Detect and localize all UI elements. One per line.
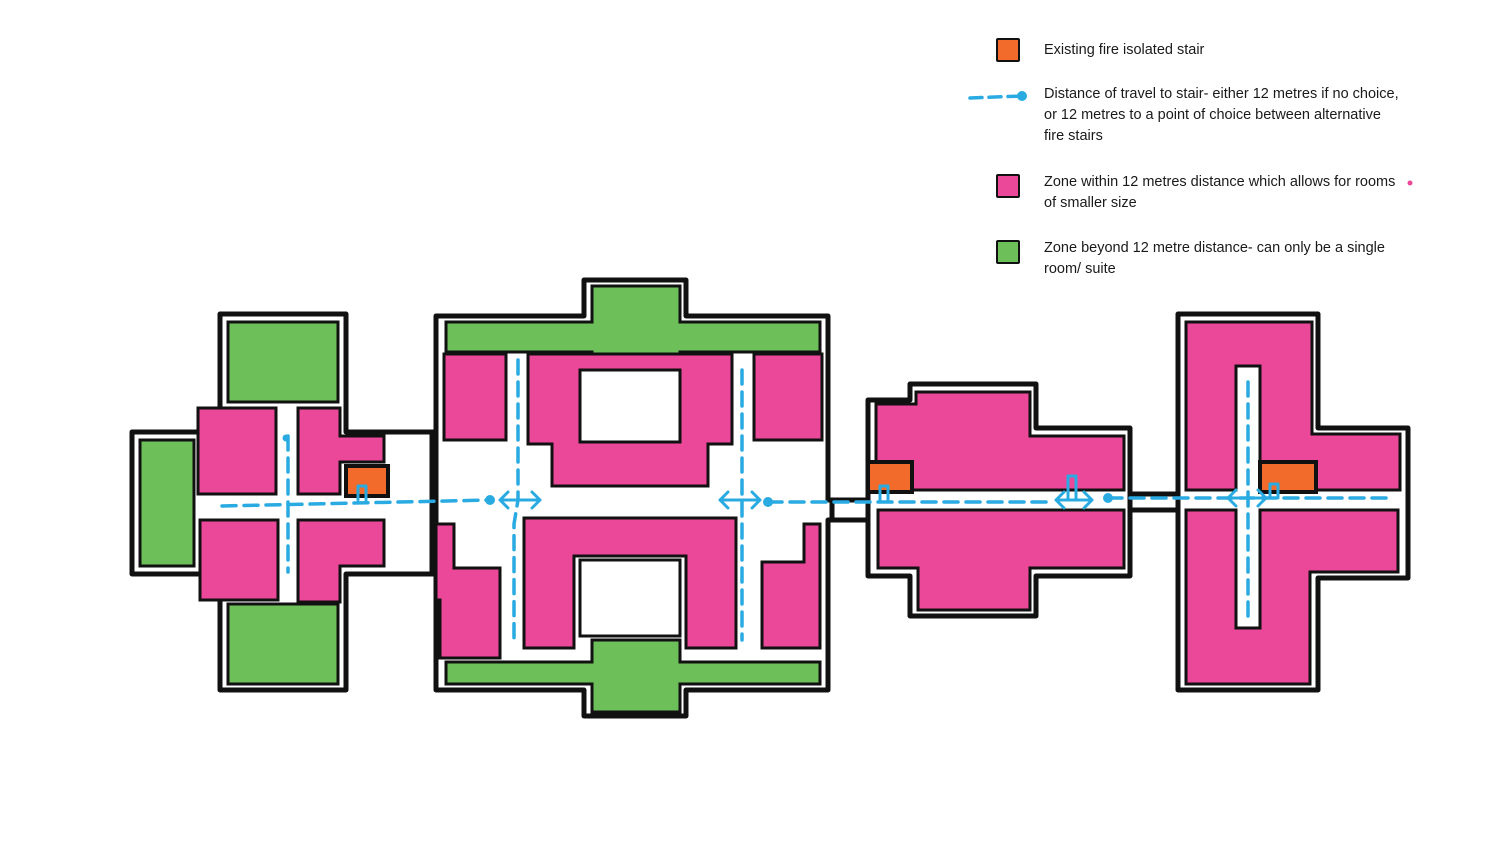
pink-zone: [760, 522, 822, 650]
stair-connector: [1066, 474, 1078, 502]
green-square-icon: [996, 240, 1020, 264]
travel-path: [220, 498, 492, 508]
pink-zone: [442, 352, 508, 442]
stair-connector: [356, 484, 368, 502]
pink-zone: [1184, 508, 1400, 686]
building-3: [865, 381, 1133, 619]
path-endpoint-dot: [763, 497, 773, 507]
corridor-wall: [432, 429, 436, 577]
orange-square-icon: [996, 38, 1020, 62]
pink-zone: [196, 406, 278, 496]
pink-zone: [752, 352, 824, 442]
travel-path: [512, 358, 520, 642]
corridor-wall: [828, 491, 1176, 523]
pink-zone: [296, 518, 386, 604]
courtyard: [578, 368, 682, 444]
stair-connector: [1268, 482, 1280, 500]
building-1-outline: [129, 311, 435, 693]
fire-stair: [866, 460, 914, 494]
stair-connector: [878, 484, 890, 502]
pink-zone: [876, 508, 1126, 612]
pink-dot: [1407, 180, 1413, 186]
building-4-outline: [1175, 311, 1411, 693]
dashed-line-icon: [968, 91, 1027, 101]
pink-zone: [198, 518, 280, 602]
pink-zone: [874, 390, 1126, 492]
path-endpoint-dot: [485, 495, 495, 505]
green-zone: [226, 602, 340, 686]
legend-item-pink: Zone within 12 metres distance which all…: [990, 172, 1410, 222]
path-endpoint-dot: [1103, 493, 1113, 503]
building-2: [433, 277, 835, 719]
courtyard: [578, 558, 682, 638]
building-3-outline: [865, 381, 1133, 619]
choice-arrow-icon: [1226, 488, 1268, 508]
pink-zone: [434, 522, 502, 660]
legend-label-travel: Distance of travel to stair- either 12 m…: [1044, 86, 1399, 144]
travel-paths: [220, 358, 1394, 642]
green-zone: [444, 638, 822, 714]
pink-zone: [522, 516, 738, 650]
choice-arrow-icon: [1054, 490, 1094, 510]
choice-arrow-icon: [718, 490, 762, 510]
legend-item-stair: Existing fire isolated stair: [990, 36, 1410, 66]
legend-item-green: Zone beyond 12 metre distance- can only …: [990, 238, 1410, 288]
legend-label-stair: Existing fire isolated stair: [1044, 42, 1205, 58]
legend-item-travel: Distance of travel to stair- either 12 m…: [968, 84, 1410, 154]
pink-square-icon: [996, 174, 1020, 198]
building-4: [1175, 311, 1411, 693]
choice-arrow-icon: [498, 490, 542, 510]
legend-label-pink: Zone within 12 metres distance which all…: [1044, 174, 1396, 211]
path-endpoint-dot: [282, 434, 290, 442]
legend-label-green: Zone beyond 12 metre distance- can only …: [1044, 240, 1385, 277]
green-zone: [138, 438, 196, 568]
pink-zone: [296, 406, 386, 496]
fire-stair: [1258, 460, 1318, 494]
green-zone: [226, 320, 340, 404]
green-zone: [444, 284, 822, 364]
building-1: [129, 311, 435, 693]
